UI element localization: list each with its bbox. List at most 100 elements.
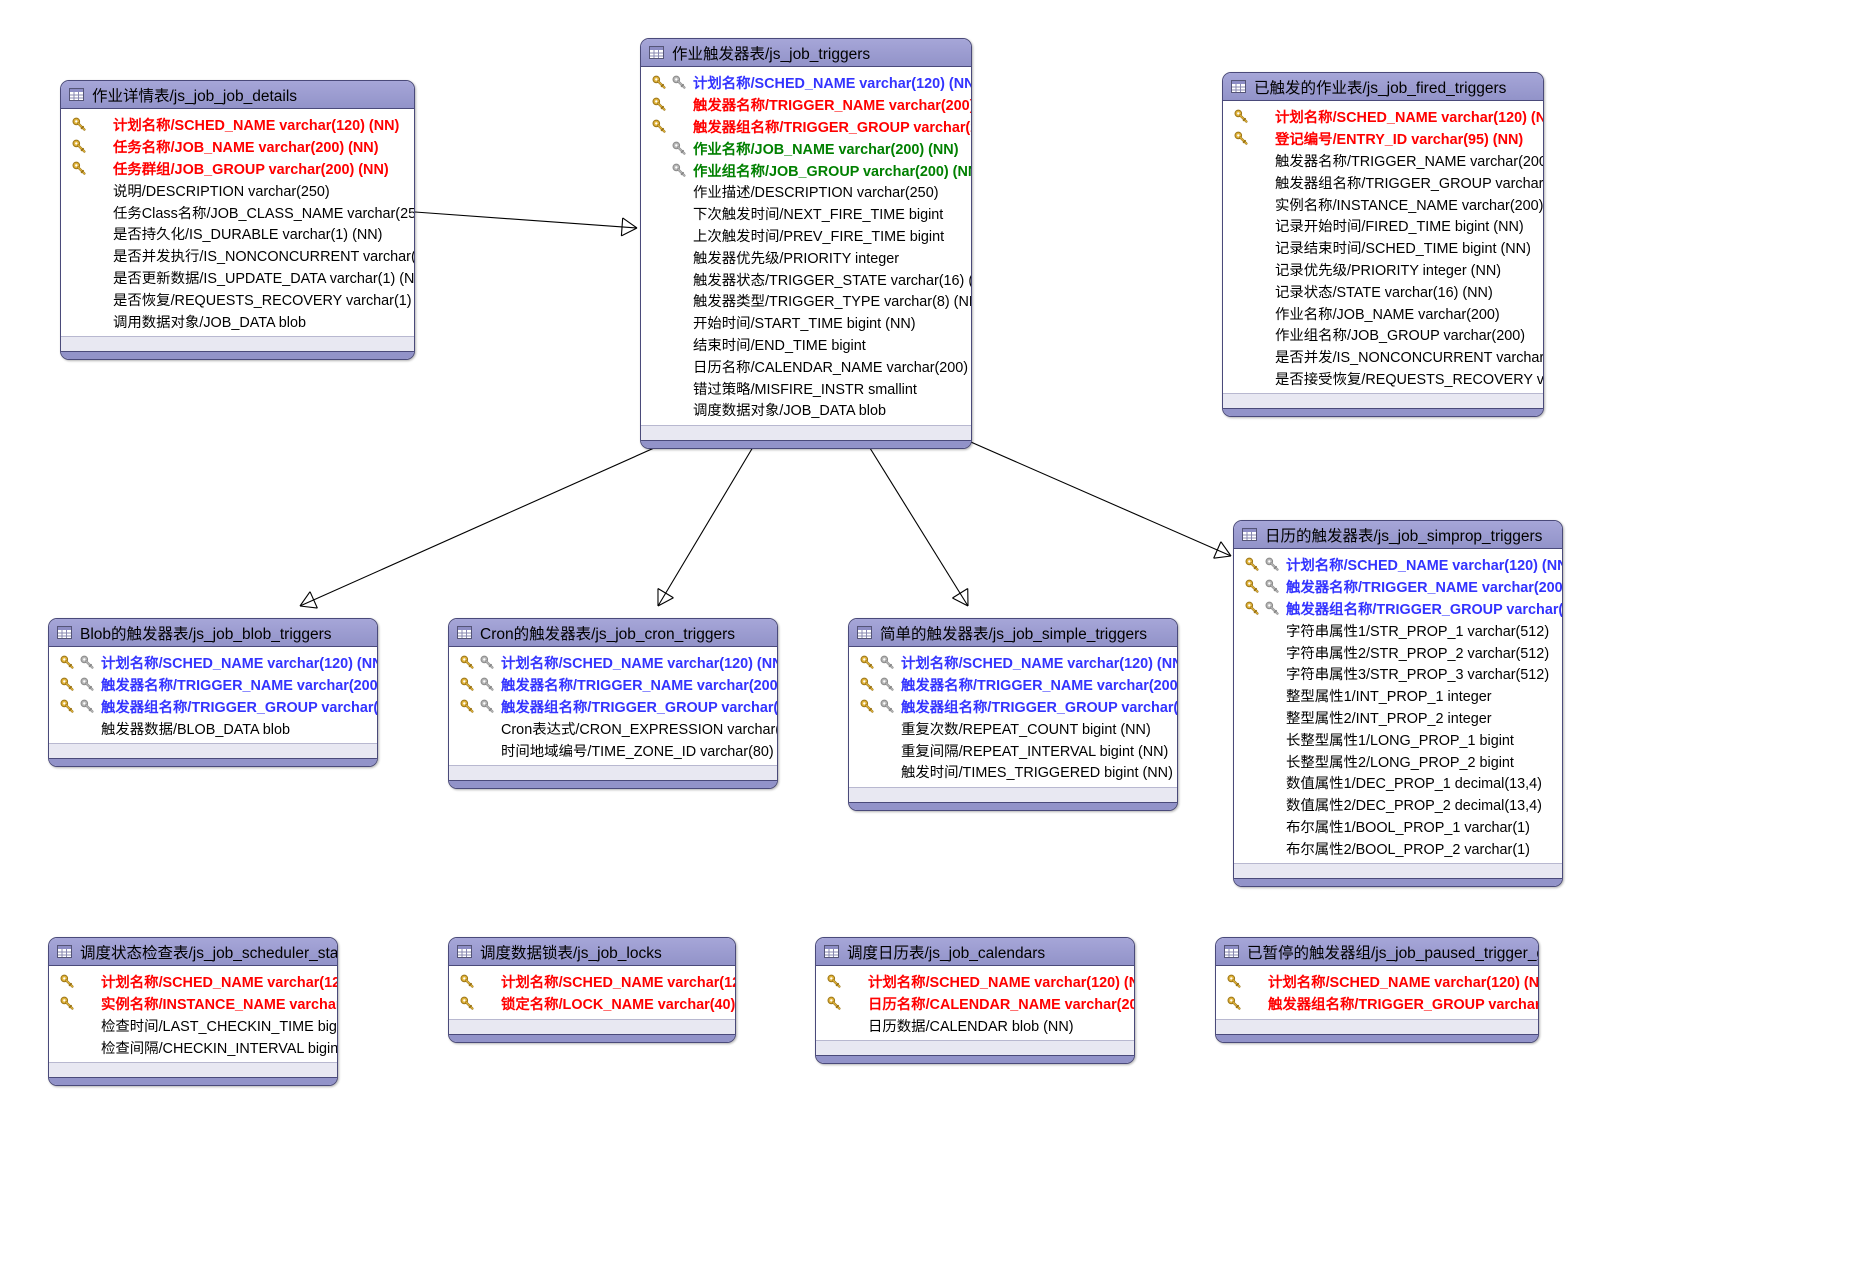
attribute-row[interactable]: 计划名称/SCHED_NAME varchar(120) (NN) bbox=[1234, 554, 1562, 576]
relationship-rel-triggers-blob[interactable] bbox=[299, 431, 691, 609]
attribute-row[interactable]: 触发器组名称/TRIGGER_GROUP varchar(200) (NN) bbox=[641, 116, 971, 138]
attribute-row[interactable]: 是否恢复/REQUESTS_RECOVERY varchar(1) (NN) bbox=[61, 288, 414, 310]
attribute-row[interactable]: 触发器名称/TRIGGER_NAME varchar(200) (NN) bbox=[1234, 576, 1562, 598]
entity-job_locks[interactable]: 调度数据锁表/js_job_locks 计划名称/SCHED_NAME varch… bbox=[448, 937, 736, 1043]
attribute-row[interactable]: 开始时间/START_TIME bigint (NN) bbox=[641, 312, 971, 334]
attribute-row[interactable]: 数值属性1/DEC_PROP_1 decimal(13,4) bbox=[1234, 772, 1562, 794]
attribute-row[interactable]: 触发器名称/TRIGGER_NAME varchar(200) (NN) bbox=[449, 674, 777, 696]
attribute-row[interactable]: 数值属性2/DEC_PROP_2 decimal(13,4) bbox=[1234, 794, 1562, 816]
attribute-row[interactable]: 调用数据对象/JOB_DATA blob bbox=[61, 310, 414, 332]
attribute-row[interactable]: 触发器组名称/TRIGGER_GROUP varchar(200) (NN) bbox=[449, 696, 777, 718]
relationship-rel-details-triggers[interactable] bbox=[414, 211, 638, 237]
entity-job_scheduler_state[interactable]: 调度状态检查表/js_job_scheduler_state 计划名称/SCHED… bbox=[48, 937, 338, 1087]
attribute-row[interactable]: 长整型属性2/LONG_PROP_2 bigint bbox=[1234, 750, 1562, 772]
attribute-row[interactable]: 作业名称/JOB_NAME varchar(200) bbox=[1223, 302, 1543, 324]
attribute-row[interactable]: 实例名称/INSTANCE_NAME varchar(200) (NN) bbox=[1223, 193, 1543, 215]
attribute-row[interactable]: 检查时间/LAST_CHECKIN_TIME bigint (NN) bbox=[49, 1015, 337, 1037]
attribute-row[interactable]: 计划名称/SCHED_NAME varchar(120) (NN) bbox=[449, 971, 735, 993]
attribute-row[interactable]: 计划名称/SCHED_NAME varchar(120) (NN) bbox=[61, 114, 414, 136]
attribute-row[interactable]: 触发器组名称/TRIGGER_GROUP varchar(200) (NN) bbox=[1234, 598, 1562, 620]
entity-header-job_scheduler_state[interactable]: 调度状态检查表/js_job_scheduler_state bbox=[49, 938, 337, 966]
attribute-row[interactable]: Cron表达式/CRON_EXPRESSION varchar(120) (NN… bbox=[449, 717, 777, 739]
attribute-row[interactable]: 锁定名称/LOCK_NAME varchar(40) (NN) bbox=[449, 993, 735, 1015]
attribute-row[interactable]: 记录优先级/PRIORITY integer (NN) bbox=[1223, 259, 1543, 281]
entity-job_job_details[interactable]: 作业详情表/js_job_job_details 计划名称/SCHED_NAME … bbox=[60, 80, 415, 360]
attribute-row[interactable]: 说明/DESCRIPTION varchar(250) bbox=[61, 179, 414, 201]
attribute-row[interactable]: 触发器名称/TRIGGER_NAME varchar(200) (NN) bbox=[1223, 150, 1543, 172]
attribute-row[interactable]: 记录状态/STATE varchar(16) (NN) bbox=[1223, 280, 1543, 302]
attribute-row[interactable]: 任务Class名称/JOB_CLASS_NAME varchar(250) (N… bbox=[61, 201, 414, 223]
entity-job_blob_triggers[interactable]: Blob的触发器表/js_job_blob_triggers 计划名称/SCHED… bbox=[48, 618, 378, 768]
attribute-row[interactable]: 触发器名称/TRIGGER_NAME varchar(200) (NN) bbox=[849, 674, 1177, 696]
attribute-row[interactable]: 触发器组名称/TRIGGER_GROUP varchar(200) (NN) bbox=[1216, 993, 1538, 1015]
entity-header-job_locks[interactable]: 调度数据锁表/js_job_locks bbox=[449, 938, 735, 966]
attribute-row[interactable]: 计划名称/SCHED_NAME varchar(120) (NN) bbox=[641, 72, 971, 94]
attribute-row[interactable]: 重复次数/REPEAT_COUNT bigint (NN) bbox=[849, 717, 1177, 739]
relationship-rel-triggers-simprop[interactable] bbox=[947, 431, 1232, 559]
entity-header-job_fired_triggers[interactable]: 已触发的作业表/js_job_fired_triggers bbox=[1223, 73, 1543, 101]
attribute-row[interactable]: 记录结束时间/SCHED_TIME bigint (NN) bbox=[1223, 237, 1543, 259]
attribute-row[interactable]: 时间地域编号/TIME_ZONE_ID varchar(80) bbox=[449, 739, 777, 761]
attribute-row[interactable]: 作业组名称/JOB_GROUP varchar(200) bbox=[1223, 324, 1543, 346]
entity-header-job_cron_triggers[interactable]: Cron的触发器表/js_job_cron_triggers bbox=[449, 619, 777, 647]
attribute-row[interactable]: 触发器数据/BLOB_DATA blob bbox=[49, 717, 377, 739]
attribute-row[interactable]: 计划名称/SCHED_NAME varchar(120) (NN) bbox=[816, 971, 1134, 993]
attribute-row[interactable]: 触发器优先级/PRIORITY integer bbox=[641, 246, 971, 268]
entity-job_cron_triggers[interactable]: Cron的触发器表/js_job_cron_triggers 计划名称/SCHED… bbox=[448, 618, 778, 789]
attribute-row[interactable]: 登记编号/ENTRY_ID varchar(95) (NN) bbox=[1223, 128, 1543, 150]
entity-job_calendars[interactable]: 调度日历表/js_job_calendars 计划名称/SCHED_NAME va… bbox=[815, 937, 1135, 1065]
entity-header-job_calendars[interactable]: 调度日历表/js_job_calendars bbox=[816, 938, 1134, 966]
attribute-row[interactable]: 计划名称/SCHED_NAME varchar(120) (NN) bbox=[1216, 971, 1538, 993]
attribute-row[interactable]: 字符串属性2/STR_PROP_2 varchar(512) bbox=[1234, 641, 1562, 663]
attribute-row[interactable]: 日历数据/CALENDAR blob (NN) bbox=[816, 1015, 1134, 1037]
attribute-row[interactable]: 触发器组名称/TRIGGER_GROUP varchar(200) (NN) bbox=[849, 696, 1177, 718]
entity-header-job_job_details[interactable]: 作业详情表/js_job_job_details bbox=[61, 81, 414, 109]
attribute-row[interactable]: 触发器组名称/TRIGGER_GROUP varchar(200) (NN) bbox=[49, 696, 377, 718]
attribute-row[interactable]: 实例名称/INSTANCE_NAME varchar(200) (NN) bbox=[49, 993, 337, 1015]
attribute-row[interactable]: 是否并发/IS_NONCONCURRENT varchar(1) bbox=[1223, 346, 1543, 368]
attribute-row[interactable]: 错过策略/MISFIRE_INSTR smallint bbox=[641, 377, 971, 399]
entity-header-job_simple_triggers[interactable]: 简单的触发器表/js_job_simple_triggers bbox=[849, 619, 1177, 647]
attribute-row[interactable]: 字符串属性1/STR_PROP_1 varchar(512) bbox=[1234, 619, 1562, 641]
attribute-row[interactable]: 触发时间/TIMES_TRIGGERED bigint (NN) bbox=[849, 761, 1177, 783]
attribute-row[interactable]: 布尔属性2/BOOL_PROP_2 varchar(1) bbox=[1234, 837, 1562, 859]
attribute-row[interactable]: 触发器组名称/TRIGGER_GROUP varchar(200) (NN) bbox=[1223, 171, 1543, 193]
attribute-row[interactable]: 触发器状态/TRIGGER_STATE varchar(16) (NN) bbox=[641, 268, 971, 290]
attribute-row[interactable]: 是否接受恢复/REQUESTS_RECOVERY varchar(1) bbox=[1223, 368, 1543, 390]
attribute-row[interactable]: 任务名称/JOB_NAME varchar(200) (NN) bbox=[61, 136, 414, 158]
entity-job_simprop_triggers[interactable]: 日历的触发器表/js_job_simprop_triggers 计划名称/SCHE… bbox=[1233, 520, 1563, 888]
attribute-row[interactable]: 日历名称/CALENDAR_NAME varchar(200) bbox=[641, 355, 971, 377]
attribute-row[interactable]: 计划名称/SCHED_NAME varchar(120) (NN) bbox=[849, 652, 1177, 674]
attribute-row[interactable]: 触发器名称/TRIGGER_NAME varchar(200) (NN) bbox=[641, 94, 971, 116]
attribute-row[interactable]: 重复间隔/REPEAT_INTERVAL bigint (NN) bbox=[849, 739, 1177, 761]
entity-job_triggers[interactable]: 作业触发器表/js_job_triggers 计划名称/SCHED_NAME va… bbox=[640, 38, 972, 449]
entity-job_simple_triggers[interactable]: 简单的触发器表/js_job_simple_triggers 计划名称/SCHED… bbox=[848, 618, 1178, 811]
attribute-row[interactable]: 检查间隔/CHECKIN_INTERVAL bigint (NN) bbox=[49, 1036, 337, 1058]
entity-header-job_triggers[interactable]: 作业触发器表/js_job_triggers bbox=[641, 39, 971, 67]
attribute-row[interactable]: 调度数据对象/JOB_DATA blob bbox=[641, 399, 971, 421]
relationship-rel-triggers-cron[interactable] bbox=[657, 431, 763, 607]
relationship-rel-triggers-simple[interactable] bbox=[859, 431, 969, 607]
attribute-row[interactable]: 结束时间/END_TIME bigint bbox=[641, 334, 971, 356]
attribute-row[interactable]: 触发器名称/TRIGGER_NAME varchar(200) (NN) bbox=[49, 674, 377, 696]
entity-header-job_blob_triggers[interactable]: Blob的触发器表/js_job_blob_triggers bbox=[49, 619, 377, 647]
attribute-row[interactable]: 作业名称/JOB_NAME varchar(200) (NN) bbox=[641, 137, 971, 159]
attribute-row[interactable]: 是否并发执行/IS_NONCONCURRENT varchar(1) (NN) bbox=[61, 245, 414, 267]
attribute-row[interactable]: 任务群组/JOB_GROUP varchar(200) (NN) bbox=[61, 158, 414, 180]
entity-job_paused_trigger_grps[interactable]: 已暂停的触发器组/js_job_paused_trigger_grps 计划名称/… bbox=[1215, 937, 1539, 1043]
attribute-row[interactable]: 计划名称/SCHED_NAME varchar(120) (NN) bbox=[49, 971, 337, 993]
attribute-row[interactable]: 字符串属性3/STR_PROP_3 varchar(512) bbox=[1234, 663, 1562, 685]
entity-header-job_paused_trigger_grps[interactable]: 已暂停的触发器组/js_job_paused_trigger_grps bbox=[1216, 938, 1538, 966]
attribute-row[interactable]: 下次触发时间/NEXT_FIRE_TIME bigint bbox=[641, 203, 971, 225]
attribute-row[interactable]: 是否持久化/IS_DURABLE varchar(1) (NN) bbox=[61, 223, 414, 245]
attribute-row[interactable]: 整型属性2/INT_PROP_2 integer bbox=[1234, 707, 1562, 729]
attribute-row[interactable]: 日历名称/CALENDAR_NAME varchar(200) (NN) bbox=[816, 993, 1134, 1015]
attribute-row[interactable]: 计划名称/SCHED_NAME varchar(120) (NN) bbox=[49, 652, 377, 674]
attribute-row[interactable]: 计划名称/SCHED_NAME varchar(120) (NN) bbox=[449, 652, 777, 674]
entity-header-job_simprop_triggers[interactable]: 日历的触发器表/js_job_simprop_triggers bbox=[1234, 521, 1562, 549]
attribute-row[interactable]: 长整型属性1/LONG_PROP_1 bigint bbox=[1234, 728, 1562, 750]
attribute-row[interactable]: 作业组名称/JOB_GROUP varchar(200) (NN) bbox=[641, 159, 971, 181]
attribute-row[interactable]: 布尔属性1/BOOL_PROP_1 varchar(1) bbox=[1234, 816, 1562, 838]
attribute-row[interactable]: 作业描述/DESCRIPTION varchar(250) bbox=[641, 181, 971, 203]
